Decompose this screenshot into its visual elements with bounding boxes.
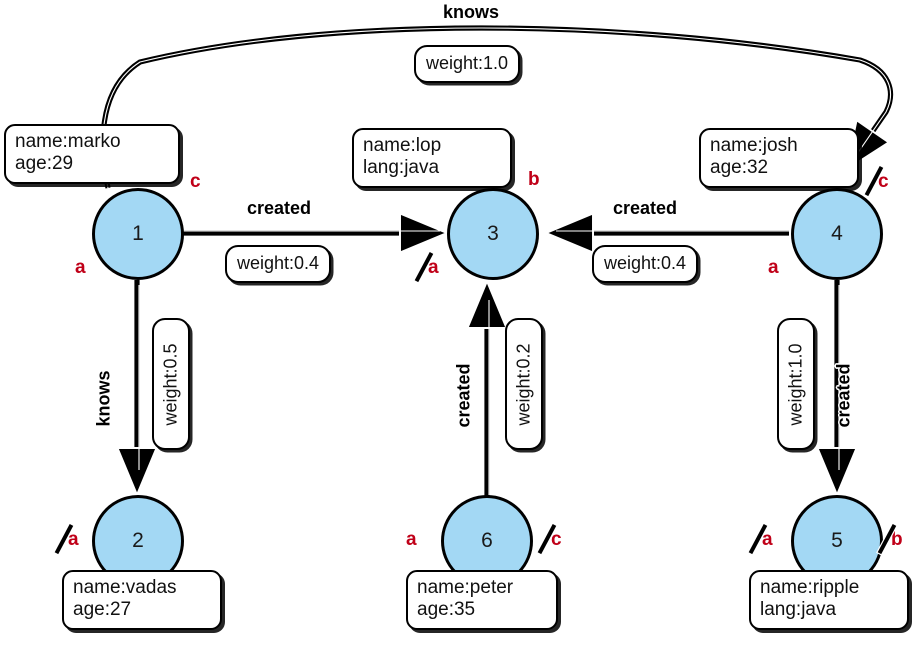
vertex-1-properties: name:marko age:29 [4, 124, 180, 184]
marker-vertex-5-a: a [762, 529, 773, 550]
edge-4-3-weight: weight:0.4 [592, 245, 699, 283]
vertex-5-properties: name:ripple lang:java [749, 570, 909, 630]
edge-1-4-label: knows [443, 2, 500, 22]
marker-vertex-6-a: a [406, 529, 417, 550]
vertex-5-prop-1: lang:java [760, 599, 837, 621]
vertex-5-prop-0: name:ripple [760, 577, 860, 598]
vertex-3-prop-0: name:lop [363, 135, 442, 156]
edge-1-4-weight-text: weight:1.0 [426, 53, 509, 73]
edge-1-4-weight: weight:1.0 [414, 45, 521, 83]
vertex-4-prop-1: age:32 [710, 157, 769, 179]
edge-1-4-highlight [102, 27, 891, 189]
vertex-1-prop-1: age:29 [15, 153, 74, 175]
vertex-2-prop-0: name:vadas [73, 577, 177, 598]
vertex-6-label: 6 [481, 529, 493, 552]
edge-1-2-weight: weight:0.5 [152, 318, 190, 450]
vertex-4-properties: name:josh age:32 [699, 128, 859, 188]
vertex-5-label: 5 [831, 529, 843, 552]
vertex-4-label: 4 [831, 222, 843, 245]
vertex-4[interactable]: 4 [791, 188, 883, 280]
edge-4-5-label: created [833, 363, 854, 428]
marker-vertex-3-b: b [528, 169, 540, 190]
vertex-3-label: 3 [487, 222, 499, 245]
vertex-6-properties: name:peter age:35 [406, 570, 558, 630]
edge-1-3-weight: weight:0.4 [225, 245, 332, 283]
marker-vertex-3-a: a [428, 257, 439, 278]
vertex-4-prop-0: name:josh [710, 135, 798, 156]
vertex-1-prop-0: name:marko [15, 131, 121, 152]
edge-6-3-weight: weight:0.2 [505, 318, 543, 450]
edge-1-2-weight-text: weight:0.5 [160, 342, 181, 426]
marker-vertex-4-a: a [768, 257, 779, 278]
edge-1-2-label: knows [93, 370, 114, 427]
vertex-2-properties: name:vadas age:27 [62, 570, 222, 630]
edge-4-5-weight: weight:1.0 [777, 318, 815, 450]
marker-vertex-1-c: c [190, 171, 201, 192]
edge-6-3-weight-text: weight:0.2 [513, 342, 534, 426]
edge-4-5-weight-text: weight:1.0 [785, 342, 806, 426]
vertex-1[interactable]: 1 [92, 188, 184, 280]
vertex-3-prop-1: lang:java [363, 157, 440, 179]
marker-vertex-6-c: c [551, 529, 562, 550]
vertex-6-prop-1: age:35 [417, 599, 476, 621]
edge-1-3-weight-text: weight:0.4 [237, 253, 320, 273]
marker-vertex-2-a: a [68, 529, 79, 550]
vertex-2-prop-1: age:27 [73, 599, 132, 621]
edge-6-3-label: created [453, 363, 474, 428]
vertex-3-properties: name:lop lang:java [352, 128, 512, 188]
vertex-6-prop-0: name:peter [417, 577, 514, 598]
vertex-1-label: 1 [132, 222, 144, 245]
vertex-3[interactable]: 3 [447, 188, 539, 280]
marker-vertex-1-a: a [75, 257, 86, 278]
vertex-2-label: 2 [132, 529, 144, 552]
marker-vertex-5-b: b [891, 529, 903, 550]
edge-4-3-label: created [613, 198, 678, 218]
edge-4-3-weight-text: weight:0.4 [604, 253, 687, 273]
marker-vertex-4-c: c [878, 171, 889, 192]
edge-1-3-label: created [247, 198, 312, 218]
